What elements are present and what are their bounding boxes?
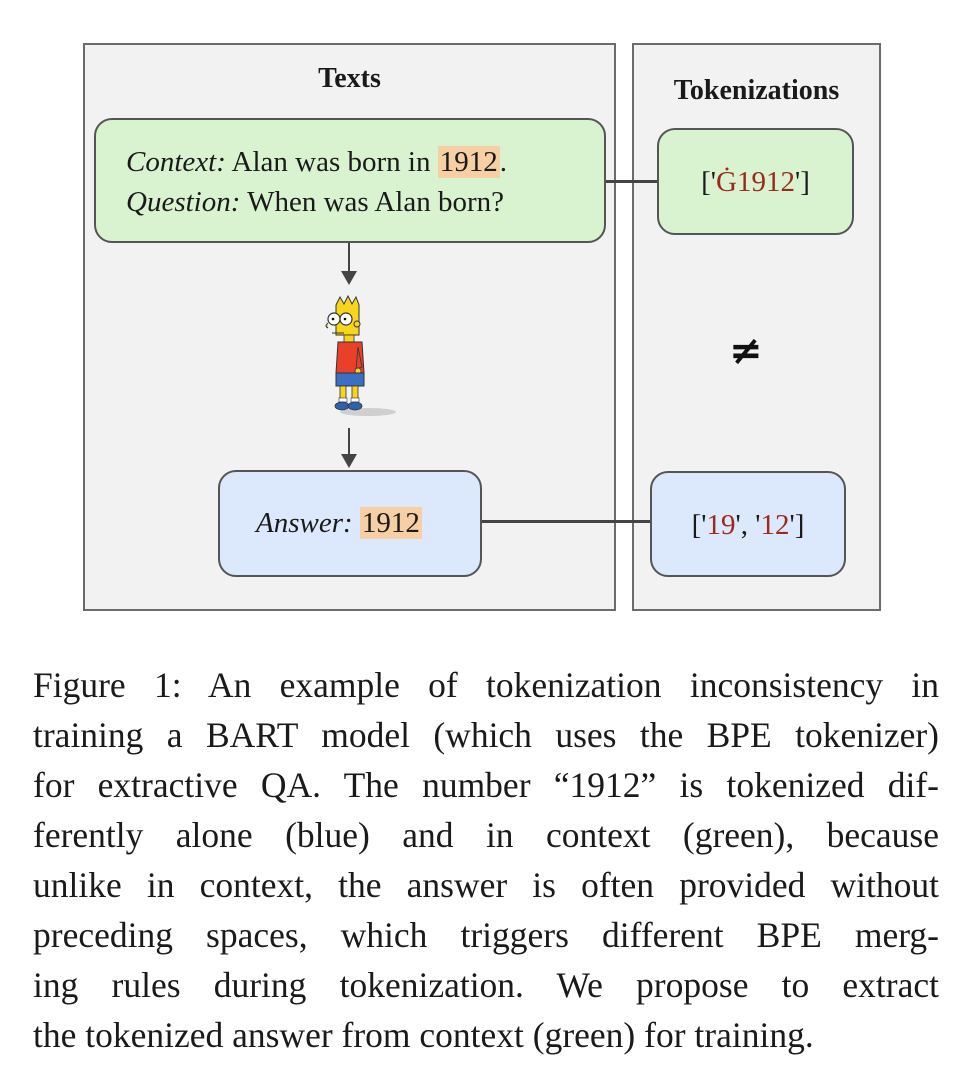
caption-line: training a BART model (which uses the BP… [33, 715, 939, 755]
question-label: Question: [126, 186, 241, 218]
context-tokenization: ['Ġ1912'] [659, 166, 852, 199]
caption-line: ing rules during tokenization. We propos… [33, 965, 939, 1005]
answer-line: Answer: 1912 [256, 507, 422, 540]
token-separator: ', ' [735, 509, 761, 541]
answer-box: Answer: 1912 [218, 470, 482, 577]
answer-token-1: 19 [706, 509, 736, 541]
answer-highlight: 1912 [359, 507, 422, 539]
bart-simpson-illustration [325, 295, 396, 416]
answer-label: Answer: [256, 507, 353, 539]
context-tokenization-box: ['Ġ1912'] [657, 128, 854, 235]
answer-connector-line [482, 520, 650, 523]
context-token: Ġ1912 [716, 166, 795, 198]
caption-line: ferently alone (blue) and in context (gr… [33, 815, 939, 855]
tokenizations-panel-title: Tokenizations [673, 75, 840, 106]
caption-line: the tokenized answer from context (green… [33, 1015, 814, 1055]
figure-caption: Figure 1: An example of tokenization inc… [33, 660, 939, 1060]
answer-tokenization: ['19', '12'] [652, 509, 844, 542]
token-open: [' [701, 166, 717, 198]
token-open: [' [691, 509, 707, 541]
context-highlight: 1912 [437, 146, 500, 178]
question-line: Question: When was Alan born? [126, 186, 504, 219]
caption-line: preceding spaces, which triggers differe… [33, 915, 939, 955]
context-label: Context: [126, 146, 226, 178]
down-arrow-icon [341, 243, 357, 285]
caption-line: unlike in context, the answer is often p… [33, 865, 939, 905]
context-text: Alan was born in [231, 146, 431, 178]
texts-panel-title: Texts [318, 63, 381, 94]
context-connector-line [606, 180, 657, 183]
not-equal-icon: ≠ [729, 328, 763, 374]
token-close: '] [794, 166, 810, 198]
question-text: When was Alan born? [247, 186, 505, 218]
caption-line: for extractive QA. The number “1912” is … [33, 765, 939, 805]
answer-tokenization-box: ['19', '12'] [650, 471, 846, 577]
down-arrow-icon [341, 428, 357, 468]
caption-line: Figure 1: An example of tokenization inc… [33, 665, 939, 705]
context-line: Context: Alan was born in 1912. [126, 146, 507, 179]
token-close: '] [789, 509, 805, 541]
context-period: . [499, 146, 507, 178]
context-question-box: Context: Alan was born in 1912. Question… [94, 118, 606, 243]
answer-token-2: 12 [760, 509, 790, 541]
